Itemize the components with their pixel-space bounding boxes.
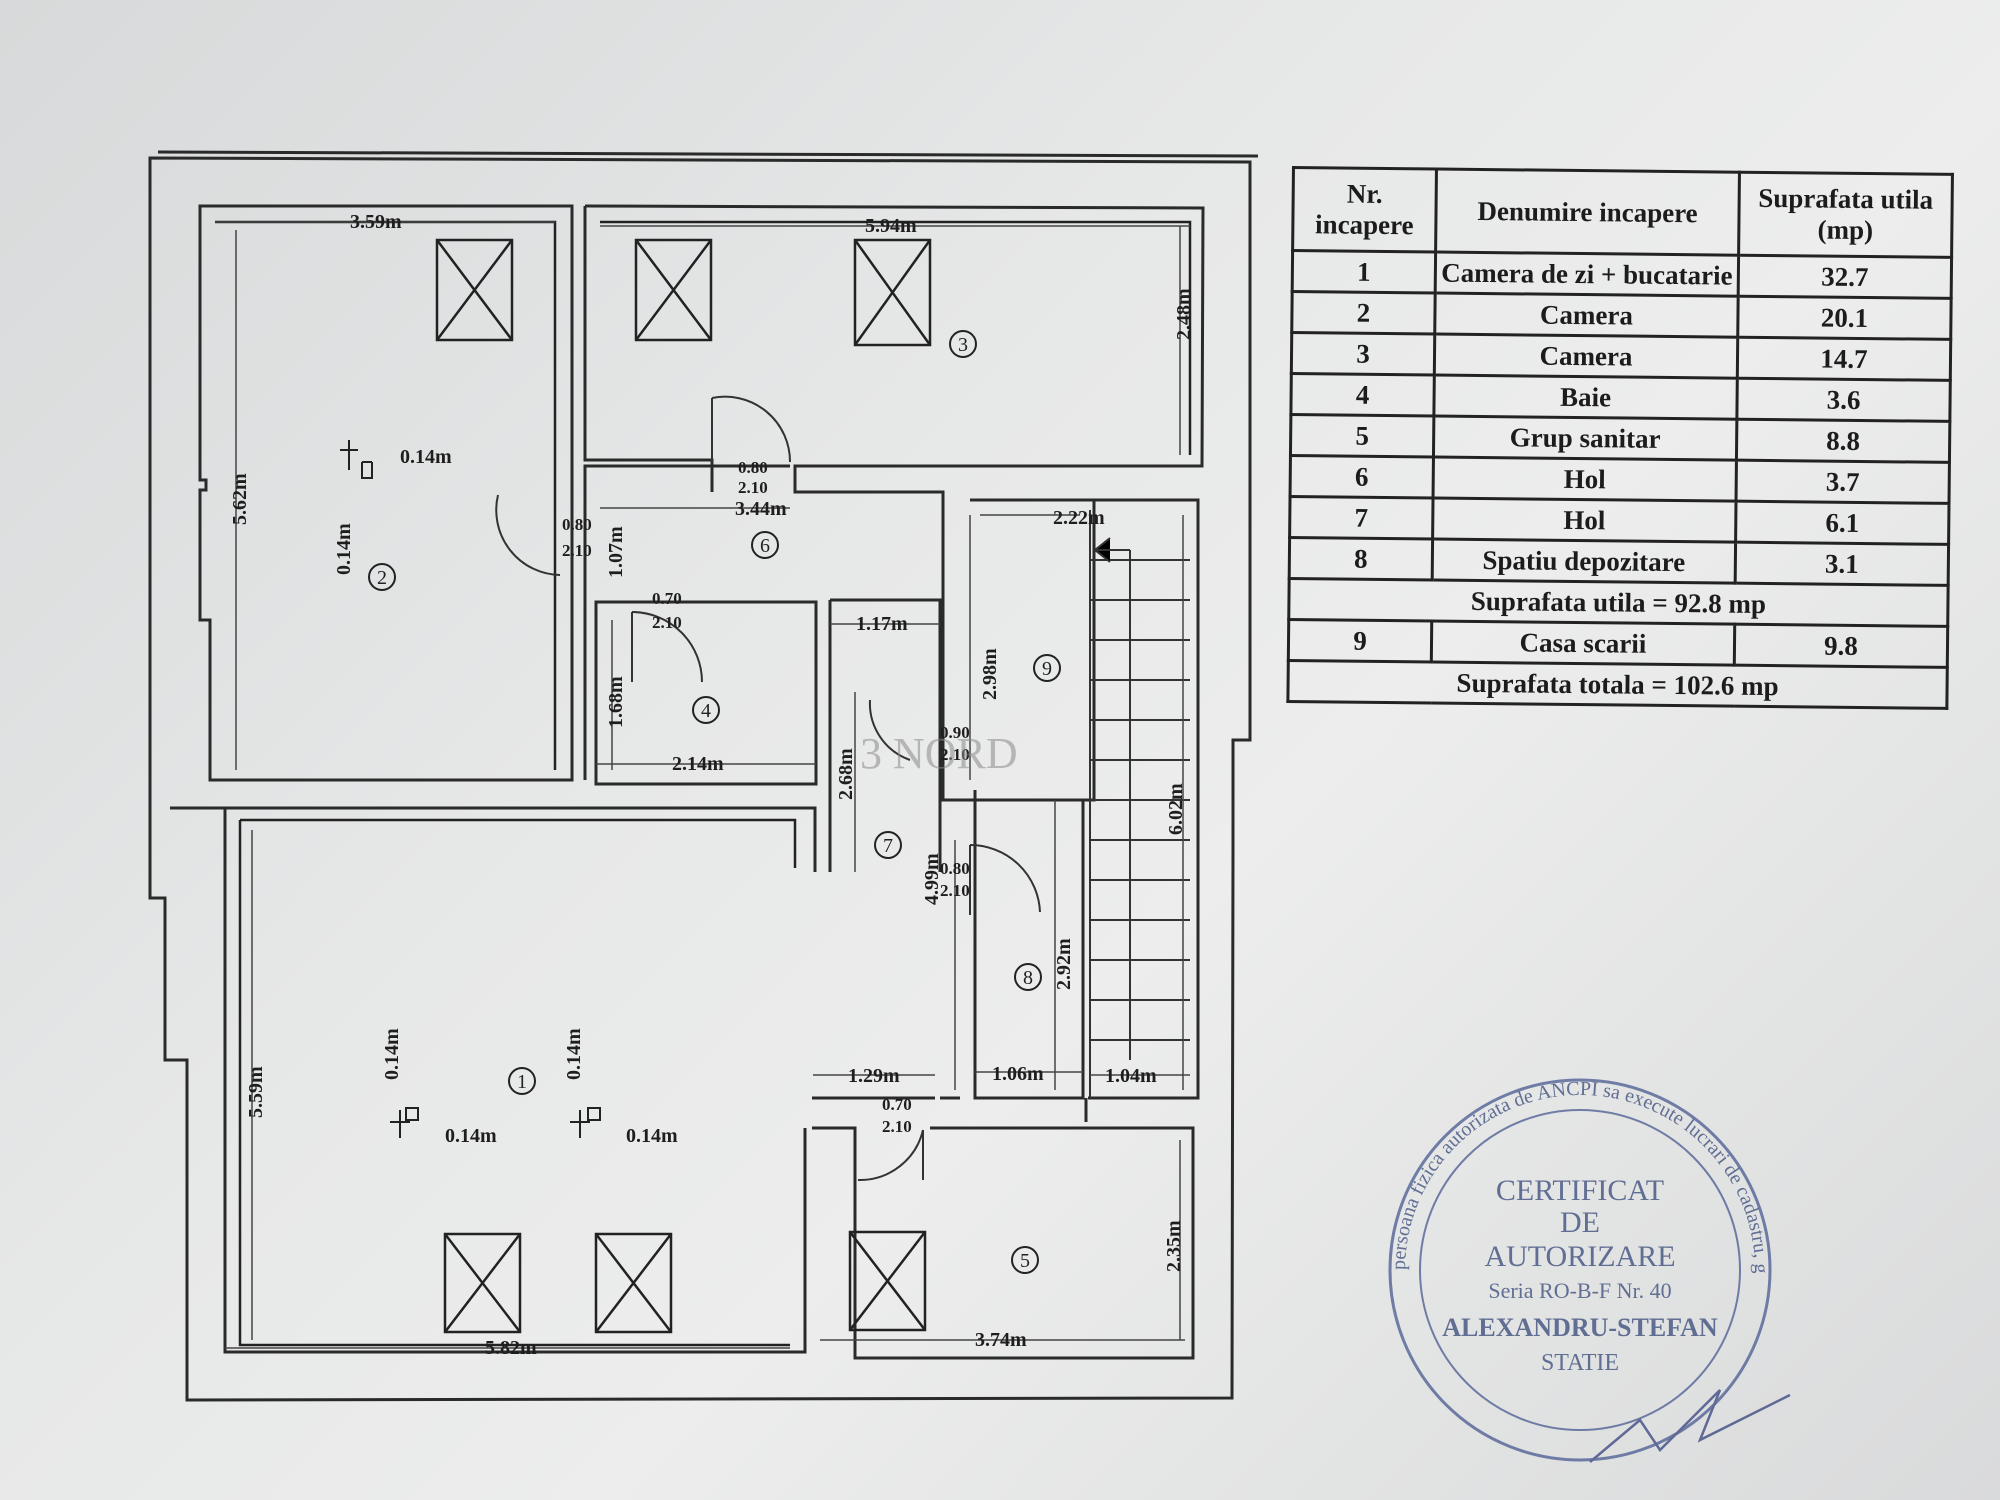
svg-text:0.80: 0.80 bbox=[940, 859, 970, 878]
dim-room1-width: 5.82m bbox=[485, 1337, 537, 1359]
room-number-2: 2 bbox=[377, 567, 387, 589]
svg-text:ALEXANDRU-STEFAN: ALEXANDRU-STEFAN bbox=[1442, 1313, 1718, 1342]
room-number-9: 9 bbox=[1042, 658, 1052, 680]
dim-column-d: 0.14m bbox=[445, 1125, 497, 1147]
svg-text:AUTORIZARE: AUTORIZARE bbox=[1484, 1240, 1675, 1273]
svg-text:STATIE: STATIE bbox=[1541, 1350, 1619, 1376]
svg-text:2.10: 2.10 bbox=[940, 881, 970, 900]
total-row: Suprafata totala = 102.6 mp bbox=[1287, 660, 1948, 709]
room-number-7: 7 bbox=[883, 835, 893, 857]
svg-text:0.70: 0.70 bbox=[882, 1095, 912, 1114]
svg-text:CERTIFICAT: CERTIFICAT bbox=[1496, 1174, 1664, 1207]
dim-column-e: 0.14m bbox=[563, 1028, 585, 1080]
room-areas-table: Nr. incapere Denumire incapere Suprafata… bbox=[1286, 166, 1954, 710]
dim-room6-width: 3.44m bbox=[735, 498, 787, 520]
room-number-1: 1 bbox=[517, 1071, 527, 1093]
dim-column-a: 0.14m bbox=[400, 446, 452, 468]
svg-text:0.80: 0.80 bbox=[562, 515, 592, 534]
svg-text:2.10: 2.10 bbox=[940, 745, 970, 764]
svg-text:2.10: 2.10 bbox=[738, 478, 768, 497]
col-header-name: Denumire incapere bbox=[1435, 169, 1740, 256]
dim-room9-width: 2.22m bbox=[1053, 507, 1105, 529]
dim-room9-length: 6.02m bbox=[1165, 783, 1187, 835]
room-number-3: 3 bbox=[958, 334, 968, 356]
watermark: 3 NORD bbox=[860, 729, 1018, 778]
dim-column-c: 0.14m bbox=[381, 1028, 403, 1080]
dim-room9-bottom: 1.04m bbox=[1105, 1065, 1157, 1087]
dim-room1-height: 5.59m bbox=[245, 1066, 267, 1118]
dim-room7-bottom: 1.29m bbox=[848, 1065, 900, 1087]
dim-room5-width: 3.74m bbox=[975, 1329, 1027, 1351]
room-number-4: 4 bbox=[701, 700, 711, 722]
svg-text:2.10: 2.10 bbox=[652, 613, 682, 632]
col-header-area: Suprafata utila (mp) bbox=[1738, 172, 1953, 258]
dim-room9-height: 2.98m bbox=[979, 648, 1001, 700]
dim-room4-width: 2.14m bbox=[672, 753, 724, 775]
svg-text:2.10: 2.10 bbox=[882, 1117, 912, 1136]
dim-column-f: 0.14m bbox=[626, 1125, 678, 1147]
dim-room2-height: 5.62m bbox=[229, 473, 251, 525]
subtotal-row: Suprafata utila = 92.8 mp bbox=[1288, 578, 1949, 627]
dim-room3-height: 2.48m bbox=[1173, 288, 1195, 340]
dim-room8-width: 1.06m bbox=[992, 1063, 1044, 1085]
svg-text:DE: DE bbox=[1560, 1206, 1600, 1239]
col-header-nr: Nr. incapere bbox=[1292, 167, 1437, 253]
dim-room8-height: 2.92m bbox=[1053, 938, 1075, 990]
svg-text:Seria RO-B-F Nr. 40: Seria RO-B-F Nr. 40 bbox=[1488, 1278, 1671, 1303]
dim-column-b: 0.14m bbox=[333, 523, 355, 575]
dim-room7-length: 4.99m bbox=[921, 853, 943, 905]
dim-room6-height: 1.07m bbox=[605, 526, 627, 578]
svg-text:0.80: 0.80 bbox=[738, 458, 768, 477]
svg-text:0.70: 0.70 bbox=[652, 589, 682, 608]
room-number-5: 5 bbox=[1020, 1250, 1030, 1272]
dim-room4-height: 1.68m bbox=[605, 676, 627, 728]
room-number-6: 6 bbox=[760, 535, 770, 557]
svg-text:0.90: 0.90 bbox=[940, 723, 970, 742]
dim-room7-height: 2.68m bbox=[835, 748, 857, 800]
dim-room2-width: 3.59m bbox=[350, 211, 402, 233]
svg-text:2.10: 2.10 bbox=[562, 541, 592, 560]
dim-room3-width: 5.94m bbox=[865, 215, 917, 237]
dim-room7-width: 1.17m bbox=[856, 613, 908, 635]
dim-room5-height: 2.35m bbox=[1163, 1220, 1185, 1272]
room-number-8: 8 bbox=[1023, 967, 1033, 989]
